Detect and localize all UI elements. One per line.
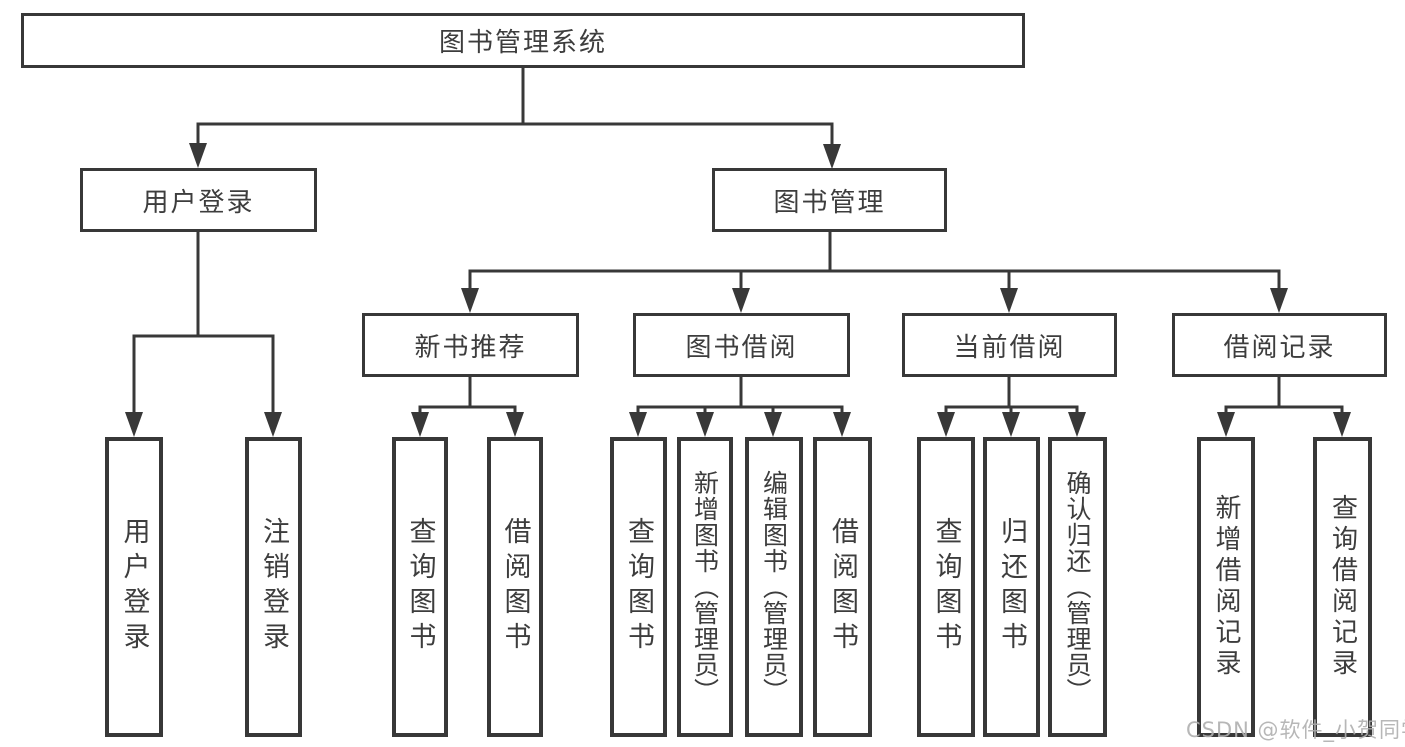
leaf-query-books-current: 查询图书 — [917, 437, 975, 737]
node-borrowing-records: 借阅记录 — [1172, 313, 1387, 377]
node-user-login: 用户登录 — [80, 168, 317, 232]
leaf-query-borrow-record: 查询借阅记录 — [1313, 437, 1372, 737]
node-new-book-recommend: 新书推荐 — [362, 313, 579, 377]
leaf-edit-books-admin: 编辑图书（管理员） — [745, 437, 803, 737]
leaf-label: 新增借阅记录 — [1211, 494, 1241, 680]
leaf-label: 查询图书 — [930, 517, 962, 657]
csdn-watermark: CSDN @软件_小贺同学 — [1186, 718, 1405, 742]
leaf-label: 注销登录 — [258, 517, 289, 657]
leaf-confirm-return-admin: 确认归还（管理员） — [1048, 437, 1107, 737]
leaf-add-books-admin: 新增图书（管理员） — [677, 437, 733, 737]
arrowhead-icons — [125, 143, 1351, 437]
leaf-borrow-books-borrowing: 借阅图书 — [813, 437, 872, 737]
leaf-label: 确认归还（管理员） — [1063, 470, 1092, 704]
leaf-label: 借阅图书 — [827, 517, 858, 657]
leaf-borrow-books-recommend: 借阅图书 — [487, 437, 543, 737]
leaf-query-books-borrowing: 查询图书 — [610, 437, 667, 737]
leaf-add-borrow-record: 新增借阅记录 — [1197, 437, 1255, 737]
leaf-return-books: 归还图书 — [983, 437, 1040, 737]
leaf-label: 查询图书 — [404, 517, 436, 657]
node-library-system: 图书管理系统 — [21, 13, 1025, 68]
leaf-query-books-recommend: 查询图书 — [392, 437, 448, 737]
leaf-label: 归还图书 — [996, 517, 1027, 657]
leaf-label: 用户登录 — [118, 517, 150, 657]
node-book-borrowing: 图书借阅 — [633, 313, 850, 377]
node-book-management: 图书管理 — [712, 168, 947, 232]
leaf-user-login: 用户登录 — [105, 437, 163, 737]
leaf-label: 新增图书（管理员） — [690, 470, 720, 704]
leaf-label: 查询借阅记录 — [1327, 494, 1358, 680]
leaf-label: 借阅图书 — [499, 517, 531, 657]
leaf-label: 查询图书 — [623, 517, 654, 657]
node-current-borrowing: 当前借阅 — [902, 313, 1117, 377]
leaf-logout-login: 注销登录 — [245, 437, 302, 737]
leaf-label: 编辑图书（管理员） — [759, 470, 789, 704]
